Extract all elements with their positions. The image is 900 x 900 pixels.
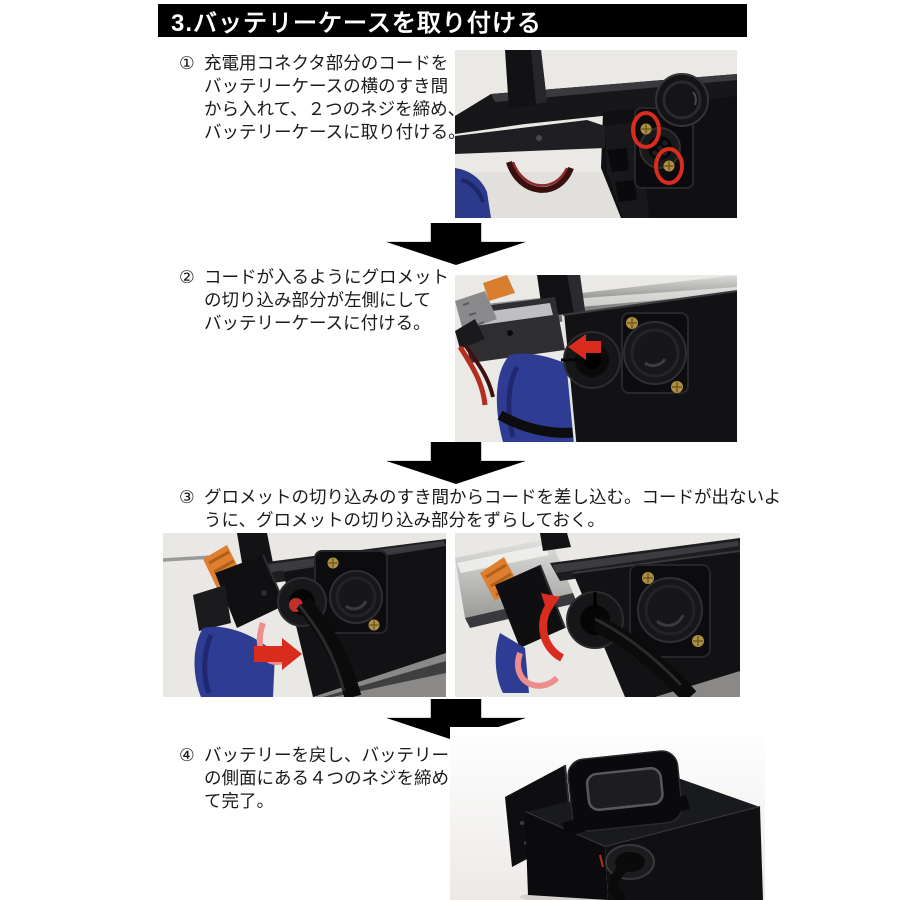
step-1-number: ①	[179, 53, 195, 73]
handle	[567, 750, 683, 832]
step-1-lines: 充電用コネクタ部分のコードを バッテリーケースの横のすき間 から入れて、２つのネ…	[204, 52, 466, 144]
step-1-line: から入れて、２つのネジを締め、	[204, 99, 466, 119]
step-1-line: バッテリーケースに取り付ける。	[204, 122, 466, 142]
red-left-arrow	[568, 334, 601, 360]
screw-highlight-circle	[631, 111, 661, 149]
down-arrow-icon	[386, 442, 526, 484]
step-3-lines: グロメットの切り込みのすき間からコードを差し込む。コードが出ないよ うに、グロメ…	[204, 486, 781, 532]
red-right-arrow	[254, 638, 302, 670]
step-1-text: ① 充電用コネクタ部分のコードを バッテリーケースの横のすき間 から入れて、２つ…	[179, 52, 466, 144]
step-3-line: グロメットの切り込みのすき間からコードを差し込む。コードが出ないよ	[204, 487, 782, 507]
step-2-line: の切り込み部分が左側にして	[204, 290, 431, 310]
section-title: 3.バッテリーケースを取り付ける	[171, 10, 542, 37]
step-2-line: バッテリーケースに付ける。	[204, 313, 431, 333]
step-2-lines: コードが入るようにグロメット の切り込み部分が左側にして バッテリーケースに付け…	[204, 266, 449, 335]
step-4-line: バッテリーを戻し、バッテリー	[204, 745, 449, 765]
step-1-line: バッテリーケースの横のすき間	[204, 76, 449, 96]
step-4-line: て完了。	[204, 791, 274, 811]
section-header: 3.バッテリーケースを取り付ける	[158, 4, 747, 37]
step-4-number: ④	[179, 745, 195, 765]
screw-highlight-circle	[654, 147, 684, 185]
step-4-lines: バッテリーを戻し、バッテリー の側面にある４つのネジを締め て完了。	[204, 744, 449, 813]
step-4-photo	[450, 727, 765, 900]
down-arrow-icon	[386, 223, 526, 265]
step-1-line: 充電用コネクタ部分のコードを	[204, 53, 449, 73]
step-2-number: ②	[179, 267, 195, 287]
step-4-text: ④ バッテリーを戻し、バッテリー の側面にある４つのネジを締め て完了。	[179, 744, 449, 813]
step-3-photo-right	[455, 533, 740, 697]
step-3-text: ③ グロメットの切り込みのすき間からコードを差し込む。コードが出ないよ うに、グ…	[179, 486, 781, 532]
step-3-photo-left	[163, 533, 446, 697]
step-3-number: ③	[179, 487, 195, 507]
step-2-line: コードが入るようにグロメット	[204, 267, 449, 287]
red-curved-arrow-head	[541, 593, 560, 615]
step-2-text: ② コードが入るようにグロメット の切り込み部分が左側にして バッテリーケースに…	[179, 266, 449, 335]
step-3-line: うに、グロメットの切り込み部分をずらしておく。	[204, 510, 605, 530]
step-2-photo	[455, 275, 737, 442]
step-1-photo	[455, 50, 737, 218]
step-4-line: の側面にある４つのネジを締め	[204, 768, 449, 788]
